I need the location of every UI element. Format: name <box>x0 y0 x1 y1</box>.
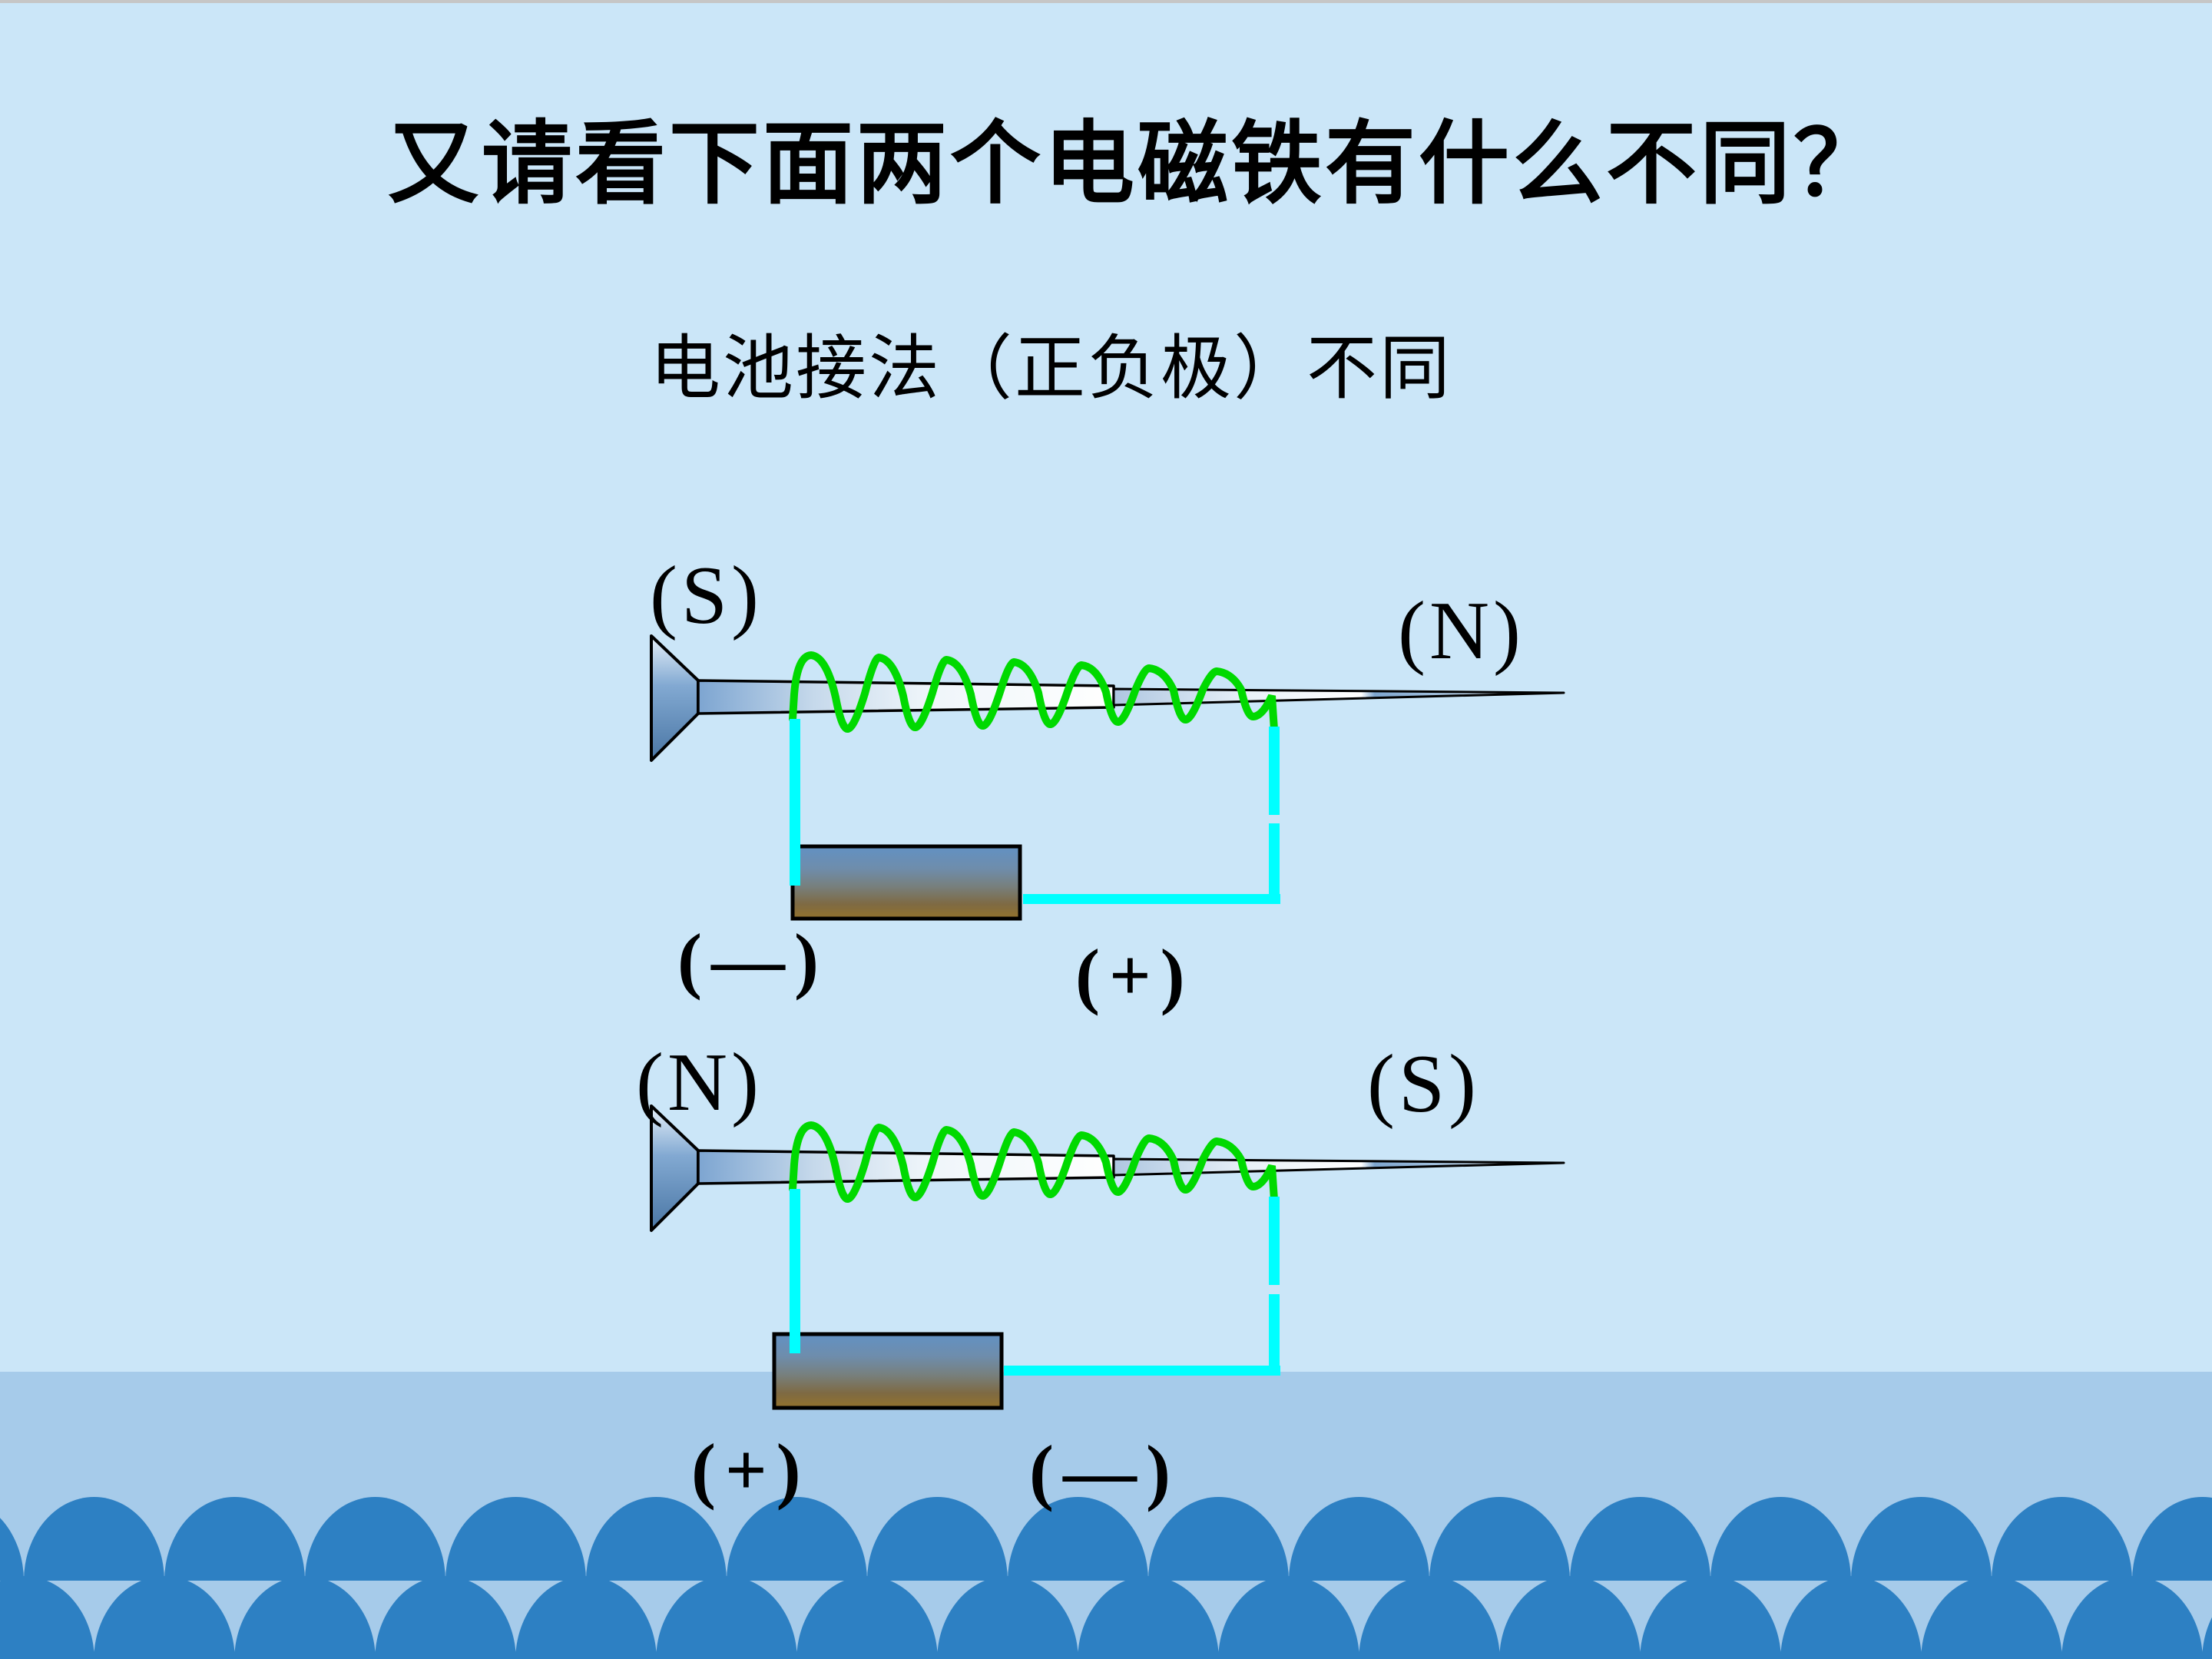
pole-label-bottom-left: (N) <box>636 1037 763 1128</box>
scallop-border <box>0 1497 2212 1659</box>
terminal-label-bottom-left: (+) <box>691 1429 810 1511</box>
wire-bottom-bottom-diagram <box>1004 1366 1280 1376</box>
wire-right-lower-top-diagram <box>1269 823 1280 904</box>
wire-left-bottom-diagram <box>790 1189 800 1353</box>
pole-label-top-left: (S) <box>650 550 763 641</box>
wire-left-top-diagram <box>790 719 800 886</box>
wire-right-upper-top-diagram <box>1269 727 1280 815</box>
wire-right-upper-bottom-diagram <box>1269 1197 1280 1285</box>
terminal-label-top-right: (+) <box>1075 934 1194 1016</box>
wire-right-lower-bottom-diagram <box>1269 1294 1280 1376</box>
terminal-label-bottom-right: (—) <box>1029 1430 1180 1512</box>
slide-subtitle: 电池接法（正负极）不同 <box>650 329 1453 408</box>
wire-bottom-top-diagram <box>1023 894 1280 904</box>
window-top-edge <box>0 0 2212 3</box>
pole-label-top-right: (N) <box>1398 585 1525 677</box>
slide-title: 又请看下面两个电磁铁有什么不同？ <box>388 114 1888 215</box>
battery-top-diagram <box>790 844 1022 921</box>
battery-bottom-diagram <box>772 1332 1004 1410</box>
pole-label-bottom-right: (S) <box>1367 1038 1480 1130</box>
terminal-label-top-left: (—) <box>677 919 828 1001</box>
